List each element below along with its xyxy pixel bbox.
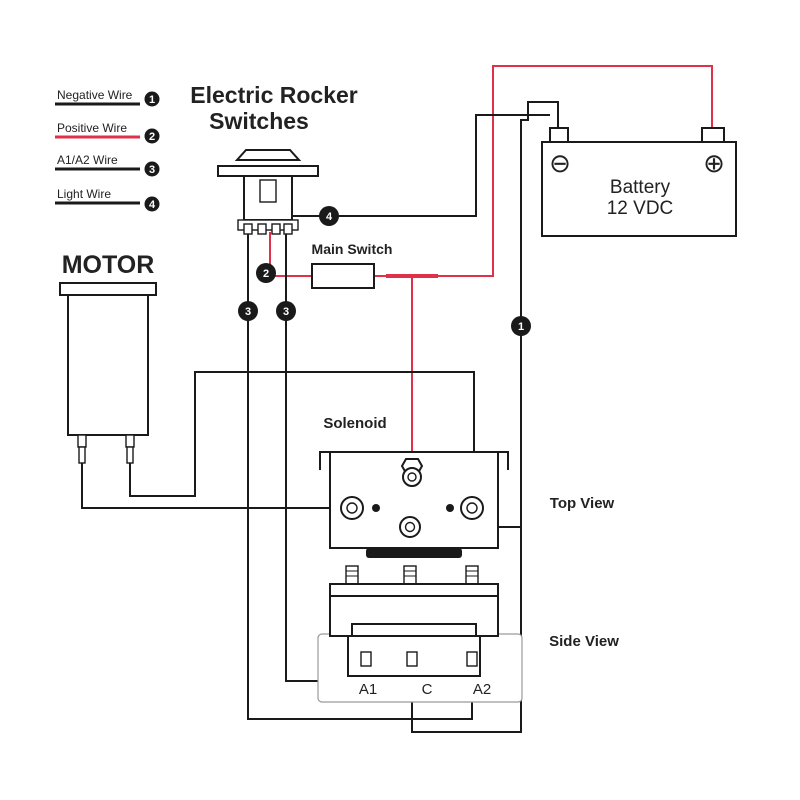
legend-item-positive: Positive Wire 2 [55,121,160,144]
badge-positive-wire: 2 [256,263,276,283]
solenoid-terminal-left [340,496,380,520]
side-terminal-a1 [360,651,372,667]
motor-wire-left [81,462,350,509]
terminal-a2-label: A2 [473,681,491,698]
side-terminal-c [406,651,418,667]
battery-positive-post [701,127,725,143]
motor-terminal-left [78,446,86,464]
solenoid-top-view: Solenoid [319,415,509,558]
motor-terminal-right-base [125,434,135,448]
legend-badge-light [144,196,160,212]
battery-voltage: 12 VDC [607,198,674,219]
solenoid-terminal-right [446,496,484,520]
solenoid-label: Solenoid [323,415,386,432]
badge-positive-wire-circle [256,263,276,283]
legend-label-negative: Negative Wire [57,88,133,102]
motor-terminal-left-base [77,434,87,448]
side-view-label: Side View [549,633,619,650]
badge-light-wire: 4 [319,206,339,226]
rocker-pin-2 [257,223,267,235]
badge-a1-wire-number: 3 [283,306,289,318]
motor-wire-right [129,371,475,508]
title-line-2: Switches [209,108,309,134]
terminal-a1-label: A1 [359,681,377,698]
solenoid-terminal-left-stud [346,502,358,514]
badge-a2-wire-number: 3 [245,306,251,318]
legend-badge-light-number: 4 [149,199,156,211]
title-line-1: Electric Rocker [190,82,358,108]
legend-badge-a1a2 [144,161,160,177]
main-switch-label: Main Switch [312,241,393,257]
rocker-switch [217,149,319,235]
legend-badge-positive-number: 2 [149,131,155,143]
solenoid-terminal-bottom [399,516,421,538]
motor: MOTOR [59,251,157,464]
terminal-c-label: C [422,681,433,698]
solenoid-side-collar [351,623,477,636]
legend-item-a1a2: A1/A2 Wire 3 [55,153,160,177]
badge-a2-wire-circle [238,301,258,321]
positive-wire-battery [374,65,713,277]
battery: ⊖ ⊕ Battery 12 VDC [541,127,737,237]
solenoid-terminal-bottom-stud [404,521,416,533]
side-terminal-a2 [466,651,478,667]
rocker-pin-3 [271,223,281,235]
badge-light-wire-number: 4 [326,211,333,223]
legend-label-positive: Positive Wire [57,121,127,135]
motor-cap [59,282,157,296]
solenoid-side-stud-1 [345,565,359,585]
solenoid-side-stud-2 [403,565,417,585]
solenoid-side-stud-3 [465,565,479,585]
badge-light-wire-circle [319,206,339,226]
light-wire [280,114,550,217]
battery-label: Battery [610,177,671,198]
solenoid-terminal-left-dot [372,504,380,512]
solenoid-terminal-top [400,458,424,487]
legend-item-negative: Negative Wire 1 [55,88,160,107]
motor-terminal-right [126,446,134,464]
solenoid-side-studs [345,565,479,585]
badge-a2-wire: 3 [238,301,258,321]
legend-badge-negative [144,91,160,107]
rocker-switch-lamp [259,179,277,203]
solenoid-terminal-top-stud [407,472,417,482]
top-view-label: Top View [550,495,615,512]
solenoid-terminal-right-dot [446,504,454,512]
rocker-switch-flange [217,165,319,177]
negative-wire [411,101,559,733]
solenoid-side-top [329,583,499,597]
legend-badge-negative-number: 1 [149,94,155,106]
legend-badge-a1a2-number: 3 [149,164,155,176]
positive-wire-rocker [269,232,312,277]
battery-body [541,141,737,237]
solenoid-side-view: A1 C A2 [317,565,523,703]
battery-minus-symbol: ⊖ [549,148,571,178]
motor-label: MOTOR [62,251,155,279]
legend-item-light: Light Wire 4 [55,187,160,212]
motor-body [67,294,149,436]
badge-negative-wire-circle [511,316,531,336]
battery-plus-symbol: ⊕ [703,148,725,178]
badge-a1-wire-circle [276,301,296,321]
legend-label-a1a2: A1/A2 Wire [57,153,118,167]
rocker-switch-base [237,219,299,231]
legend-label-light: Light Wire [57,187,111,201]
badge-a1-wire: 3 [276,301,296,321]
rocker-switch-cap [234,149,302,161]
badge-positive-wire-number: 2 [263,268,269,280]
legend-badge-positive [144,128,160,144]
main-switch: Main Switch [311,241,393,289]
solenoid-terminal-right-stud [466,502,478,514]
wire-badges: 4 2 3 3 1 [238,206,531,336]
legend: Negative Wire 1 Positive Wire 2 A1/A2 Wi… [55,88,160,212]
badge-negative-wire: 1 [511,316,531,336]
battery-negative-post [549,127,569,143]
badge-negative-wire-number: 1 [518,321,524,333]
main-switch-body [311,263,375,289]
solenoid-top-base [366,548,462,558]
rocker-pin-1 [243,223,253,235]
rocker-pin-4 [283,223,293,235]
